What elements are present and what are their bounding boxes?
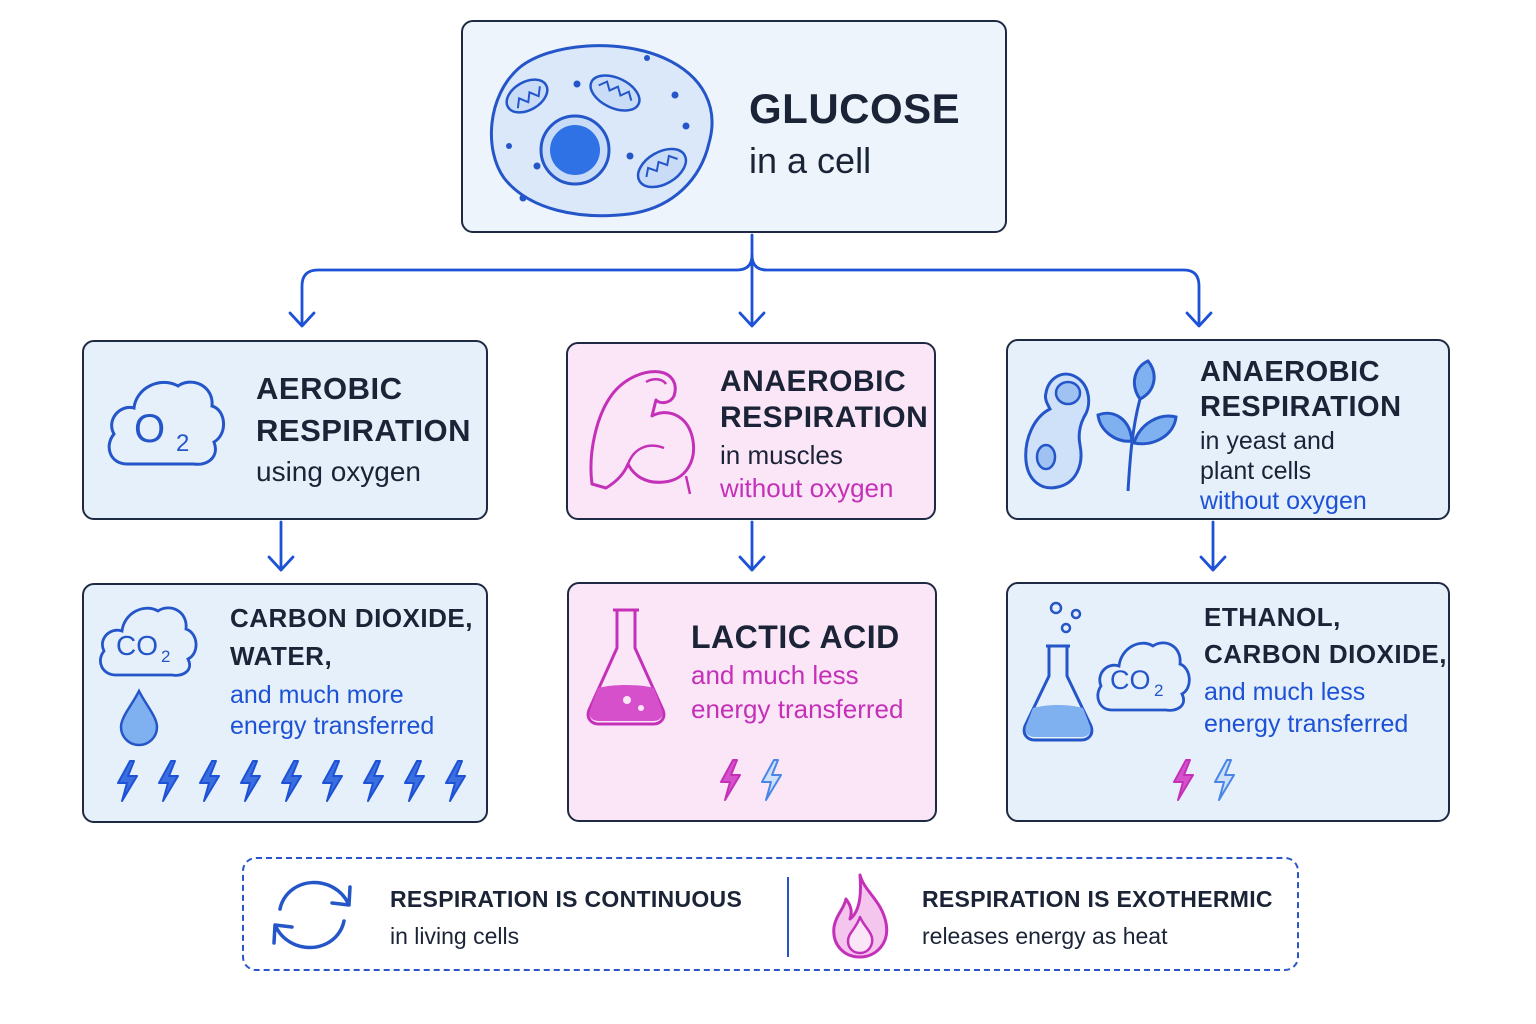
summary-footer: RESPIRATION IS CONTINUOUS in living cell…: [242, 857, 1299, 971]
lactic-energy-line1: and much less: [691, 660, 859, 690]
svg-text:CO: CO: [116, 630, 158, 661]
energy-bolts: [717, 758, 785, 802]
flask-icon: [586, 608, 666, 726]
anaerobic-muscles-title-line1: ANAEROBIC: [720, 365, 907, 398]
lactic-acid-title: LACTIC ACID: [691, 619, 900, 655]
ethanol-title-line1: ETHANOL,: [1204, 602, 1341, 632]
plant-leaf-icon: [1096, 359, 1178, 492]
anaerobic-yeast-title-line1: ANAEROBIC: [1200, 356, 1381, 388]
svg-text:2: 2: [1154, 681, 1163, 700]
energy-bolt-icon: [404, 760, 425, 802]
glucose-box: GLUCOSE in a cell: [461, 20, 1007, 233]
exothermic-text: releases energy as heat: [922, 923, 1168, 949]
energy-bolt-icon: [1214, 759, 1235, 801]
energy-bolt-icon: [240, 760, 261, 802]
water-drop-icon: [119, 688, 159, 747]
ethanol-energy-line1: and much less: [1204, 678, 1366, 706]
energy-bolts: [1170, 758, 1238, 802]
aerobic-title-line2: RESPIRATION: [256, 413, 472, 448]
energy-bolt-icon: [761, 759, 782, 801]
co2-cloud-icon: CO 2: [99, 606, 198, 677]
aerobic-subtitle: using oxygen: [256, 456, 422, 487]
svg-text:O: O: [134, 407, 165, 451]
energy-bolt-icon: [322, 760, 343, 802]
energy-bolt-icon: [158, 760, 179, 802]
anaerobic-yeast-subtitle-line1: in yeast and: [1200, 427, 1335, 455]
glucose-title: GLUCOSE: [749, 85, 961, 132]
energy-bolts: [114, 759, 469, 803]
lactic-acid-box: LACTIC ACID and much less energy transfe…: [567, 582, 937, 822]
energy-bolt-icon: [117, 760, 138, 802]
anaerobic-muscles-box: ANAEROBIC RESPIRATION in muscles without…: [566, 342, 936, 520]
aerobic-respiration-box: O 2 AEROBIC RESPIRATION using oxygen: [82, 340, 488, 520]
anaerobic-muscles-highlight: without oxygen: [720, 473, 894, 503]
cell-icon: [489, 44, 714, 218]
footer-divider: [787, 877, 789, 957]
anaerobic-yeast-highlight: without oxygen: [1200, 487, 1367, 515]
energy-bolt-icon: [199, 760, 220, 802]
muscle-icon: [589, 370, 695, 495]
cycle-arrows-icon: [272, 880, 352, 950]
aerobic-products-box: CO 2 CARBON DIOXIDE, WATER, and much mor…: [82, 583, 488, 823]
anaerobic-yeast-subtitle-line2: plant cells: [1200, 457, 1312, 485]
anaerobic-yeast-plant-box: ANAEROBIC RESPIRATION in yeast and plant…: [1006, 339, 1450, 520]
energy-bolt-icon: [1173, 759, 1194, 801]
energy-bolt-icon: [363, 760, 384, 802]
svg-text:2: 2: [176, 430, 189, 457]
energy-bolt-icon: [445, 760, 466, 802]
anaerobic-yeast-title-line2: RESPIRATION: [1200, 391, 1402, 423]
ethanol-title-line2: CARBON DIOXIDE,: [1204, 639, 1447, 669]
continuous-title: RESPIRATION IS CONTINUOUS: [390, 886, 743, 912]
aerobic-energy-line1: and much more: [230, 681, 404, 709]
co2-cloud-icon: CO 2: [1096, 641, 1191, 712]
continuous-text: in living cells: [390, 923, 520, 949]
flask-bubbles-icon: [1022, 601, 1094, 742]
aerobic-energy-line2: energy transferred: [230, 712, 435, 740]
lactic-energy-line2: energy transferred: [691, 694, 904, 724]
anaerobic-muscles-subtitle: in muscles: [720, 440, 843, 470]
ethanol-box: CO 2 ETHANOL, CARBON DIOXIDE, and much l…: [1006, 582, 1450, 822]
glucose-subtitle: in a cell: [749, 140, 872, 181]
energy-bolt-icon: [281, 760, 302, 802]
anaerobic-muscles-title-line2: RESPIRATION: [720, 401, 929, 434]
oxygen-cloud-icon: O 2: [107, 380, 225, 466]
energy-bolt-icon: [720, 759, 741, 801]
aerobic-title-line1: AEROBIC: [256, 371, 403, 406]
aerobic-product-title-line1: CARBON DIOXIDE,: [230, 603, 473, 633]
ethanol-energy-line2: energy transferred: [1204, 710, 1409, 738]
aerobic-product-title-line2: WATER,: [230, 641, 333, 671]
svg-text:2: 2: [161, 647, 170, 666]
svg-text:CO: CO: [1110, 665, 1151, 695]
flame-icon: [832, 873, 889, 959]
yeast-cell-icon: [1024, 372, 1091, 490]
exothermic-title: RESPIRATION IS EXOTHERMIC: [922, 886, 1273, 912]
